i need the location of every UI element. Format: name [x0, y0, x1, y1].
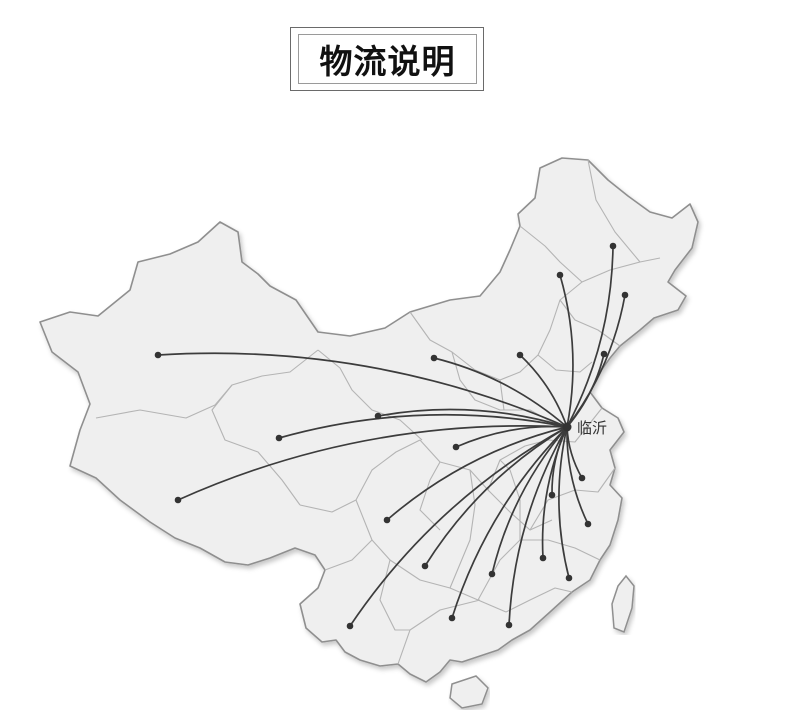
destination-dot — [174, 496, 182, 504]
route-line — [451, 426, 568, 619]
destination-dot — [516, 351, 524, 359]
route-line — [566, 426, 589, 525]
destination-dot — [488, 570, 496, 578]
route-line — [349, 426, 568, 627]
destination-dot — [421, 562, 429, 570]
destination-dot — [346, 622, 354, 630]
route-line — [455, 425, 568, 448]
destination-dot — [556, 271, 564, 279]
page-title: 物流说明 — [319, 42, 456, 81]
destination-dot — [154, 351, 162, 359]
title-box: 物流说明 — [298, 34, 477, 84]
destination-dot — [600, 350, 608, 358]
route-line — [566, 426, 583, 479]
route-line — [558, 426, 570, 579]
destination-dot — [505, 621, 513, 629]
hub-dot — [562, 422, 572, 432]
route-line — [491, 426, 568, 575]
route-line — [566, 353, 605, 428]
destination-dot — [448, 614, 456, 622]
route-lines — [157, 245, 626, 627]
destination-dot — [374, 412, 382, 420]
route-line — [424, 426, 568, 567]
route-line — [551, 426, 568, 496]
destination-dot — [584, 520, 592, 528]
route-line — [177, 425, 568, 501]
route-line — [377, 408, 568, 428]
destination-dot — [275, 434, 283, 442]
province-borders — [95, 159, 661, 665]
route-line — [433, 357, 568, 428]
route-line — [278, 413, 568, 439]
title-outer-frame — [290, 27, 484, 91]
destination-dot — [578, 474, 586, 482]
destination-dot — [621, 291, 629, 299]
taiwan-island — [611, 574, 635, 633]
hub-label: 临沂 — [577, 419, 607, 437]
destination-dot — [383, 516, 391, 524]
route-line — [508, 426, 568, 626]
destination-dot — [609, 242, 617, 250]
route-line — [386, 426, 568, 521]
route-line — [559, 274, 574, 428]
destination-dot — [430, 354, 438, 362]
destination-dots — [154, 242, 629, 630]
destination-dot — [548, 491, 556, 499]
destination-dot — [565, 574, 573, 582]
route-line — [566, 245, 614, 428]
route-line — [519, 354, 568, 428]
route-line — [157, 352, 568, 428]
destination-dot — [452, 443, 460, 451]
destination-dot — [539, 554, 547, 562]
hainan-island — [449, 675, 489, 709]
